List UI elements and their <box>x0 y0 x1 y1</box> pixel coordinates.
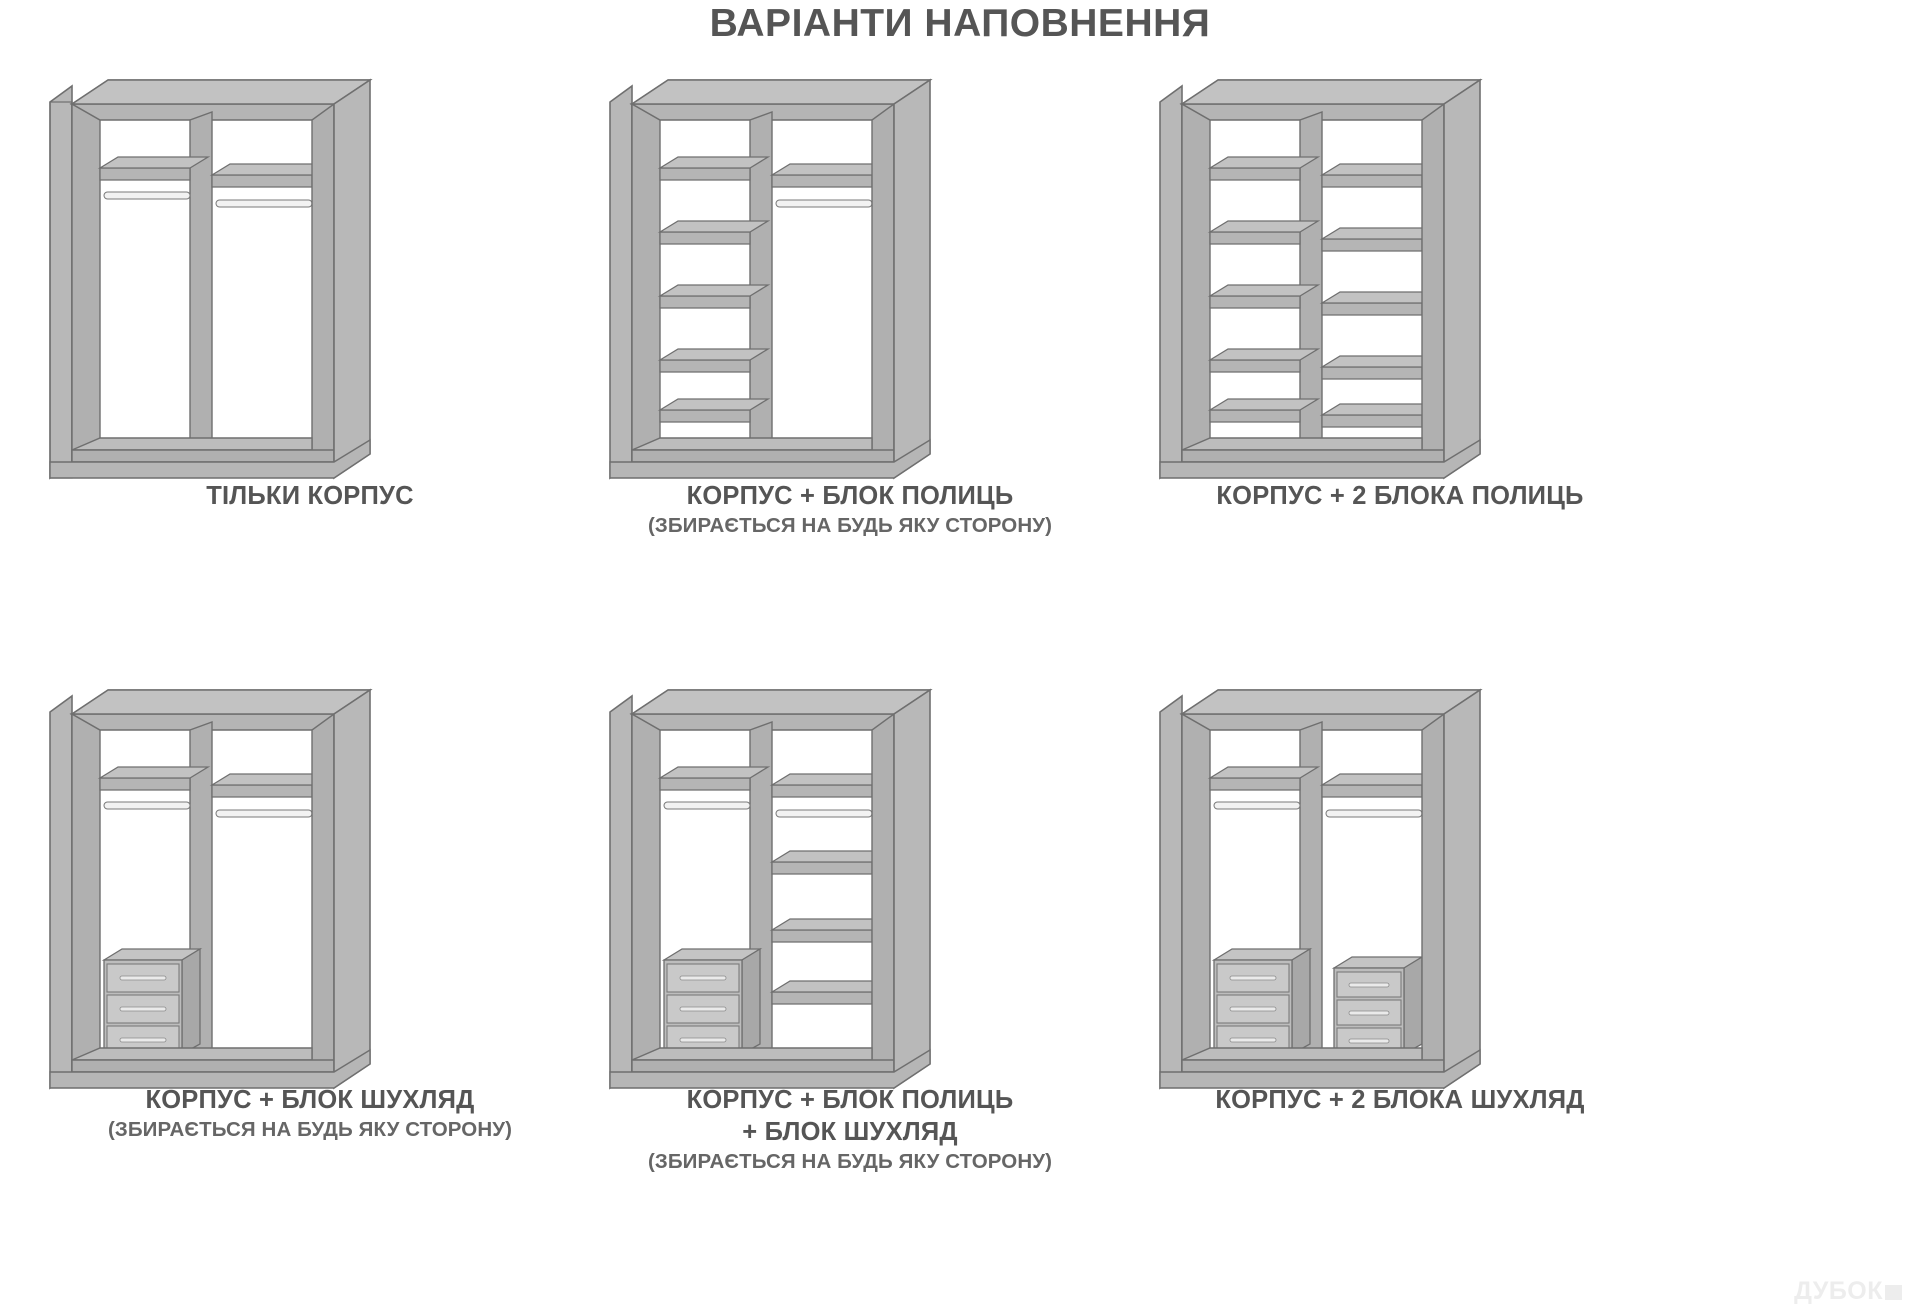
wardrobe-diagram-shelf-and-drawer <box>570 672 1130 1172</box>
watermark: ДУБОК <box>1794 1277 1902 1306</box>
variant-card-only-carcass[interactable]: ТІЛЬКИ КОРПУС <box>30 62 590 562</box>
page-title: ВАРІАНТИ НАПОВНЕННЯ <box>709 2 1211 45</box>
caption-line-3: (ЗБИРАЄТЬСЯ НА БУДЬ ЯКУ СТОРОНУ) <box>647 1150 1053 1173</box>
wardrobe-svg <box>609 688 933 1090</box>
wardrobe-svg <box>1159 78 1483 480</box>
wardrobe-diagram-2-shelf-blocks <box>1120 62 1680 562</box>
wardrobe-diagram-drawer-block <box>30 672 590 1172</box>
variant-card-carcass-plus-2-shelf-blocks[interactable]: КОРПУС + 2 БЛОКА ПОЛИЦЬ <box>1120 62 1680 562</box>
watermark-text: ДУБОК <box>1794 1277 1883 1305</box>
variant-caption: КОРПУС + 2 БЛОКА ПОЛИЦЬ <box>1120 480 1680 512</box>
wardrobe-diagram-shelf-block <box>570 62 1130 562</box>
caption-line-2: (ЗБИРАЄТЬСЯ НА БУДЬ ЯКУ СТОРОНУ) <box>107 1118 513 1141</box>
caption-line-1: ТІЛЬКИ КОРПУС <box>206 482 414 510</box>
drawer-block <box>1211 947 1313 1056</box>
caption-line-1: КОРПУС + БЛОК ПОЛИЦЬ <box>686 482 1014 510</box>
caption-line-2: + БЛОК ШУХЛЯД <box>742 1118 958 1146</box>
variant-card-shelf-and-drawer-block[interactable]: КОРПУС + БЛОК ПОЛИЦЬ + БЛОК ШУХЛЯД (ЗБИР… <box>570 672 1130 1173</box>
variant-card-carcass-plus-drawer-block[interactable]: КОРПУС + БЛОК ШУХЛЯД (ЗБИРАЄТЬСЯ НА БУДЬ… <box>30 672 590 1172</box>
variants-grid: ТІЛЬКИ КОРПУС <box>0 62 1920 1292</box>
variant-caption: КОРПУС + 2 БЛОКА ШУХЛЯД <box>1120 1084 1680 1116</box>
wardrobe-diagram-2-drawer-blocks <box>1120 672 1680 1172</box>
caption-line-1: КОРПУС + БЛОК ПОЛИЦЬ <box>686 1086 1014 1114</box>
variant-caption: ТІЛЬКИ КОРПУС <box>30 480 590 512</box>
wardrobe-diagram-only-carcass <box>30 62 590 562</box>
caption-line-1: КОРПУС + БЛОК ШУХЛЯД <box>145 1086 475 1114</box>
wardrobe-svg <box>1159 688 1483 1090</box>
wardrobe-svg <box>49 78 373 480</box>
variant-caption: КОРПУС + БЛОК ПОЛИЦЬ (ЗБИРАЄТЬСЯ НА БУДЬ… <box>570 480 1130 540</box>
variant-caption: КОРПУС + БЛОК ШУХЛЯД (ЗБИРАЄТЬСЯ НА БУДЬ… <box>30 1084 590 1144</box>
wardrobe-svg <box>609 78 933 480</box>
variant-caption: КОРПУС + БЛОК ПОЛИЦЬ + БЛОК ШУХЛЯД (ЗБИР… <box>570 1084 1130 1176</box>
variant-card-carcass-plus-shelf-block[interactable]: КОРПУС + БЛОК ПОЛИЦЬ (ЗБИРАЄТЬСЯ НА БУДЬ… <box>570 62 1130 562</box>
variant-card-carcass-plus-2-drawer-blocks[interactable]: КОРПУС + 2 БЛОКА ШУХЛЯД <box>1120 672 1680 1172</box>
wardrobe-svg <box>49 688 373 1090</box>
drawer-block <box>661 947 763 1056</box>
variants-row-1: ТІЛЬКИ КОРПУС <box>0 62 1920 672</box>
watermark-mark-icon <box>1885 1285 1902 1300</box>
variants-row-2: КОРПУС + БЛОК ШУХЛЯД (ЗБИРАЄТЬСЯ НА БУДЬ… <box>0 672 1920 1292</box>
caption-line-1: КОРПУС + 2 БЛОКА ШУХЛЯД <box>1215 1086 1585 1114</box>
drawer-block <box>1331 955 1425 1056</box>
caption-line-1: КОРПУС + 2 БЛОКА ПОЛИЦЬ <box>1216 482 1584 510</box>
drawer-block <box>101 947 203 1056</box>
caption-line-2: (ЗБИРАЄТЬСЯ НА БУДЬ ЯКУ СТОРОНУ) <box>647 514 1053 537</box>
